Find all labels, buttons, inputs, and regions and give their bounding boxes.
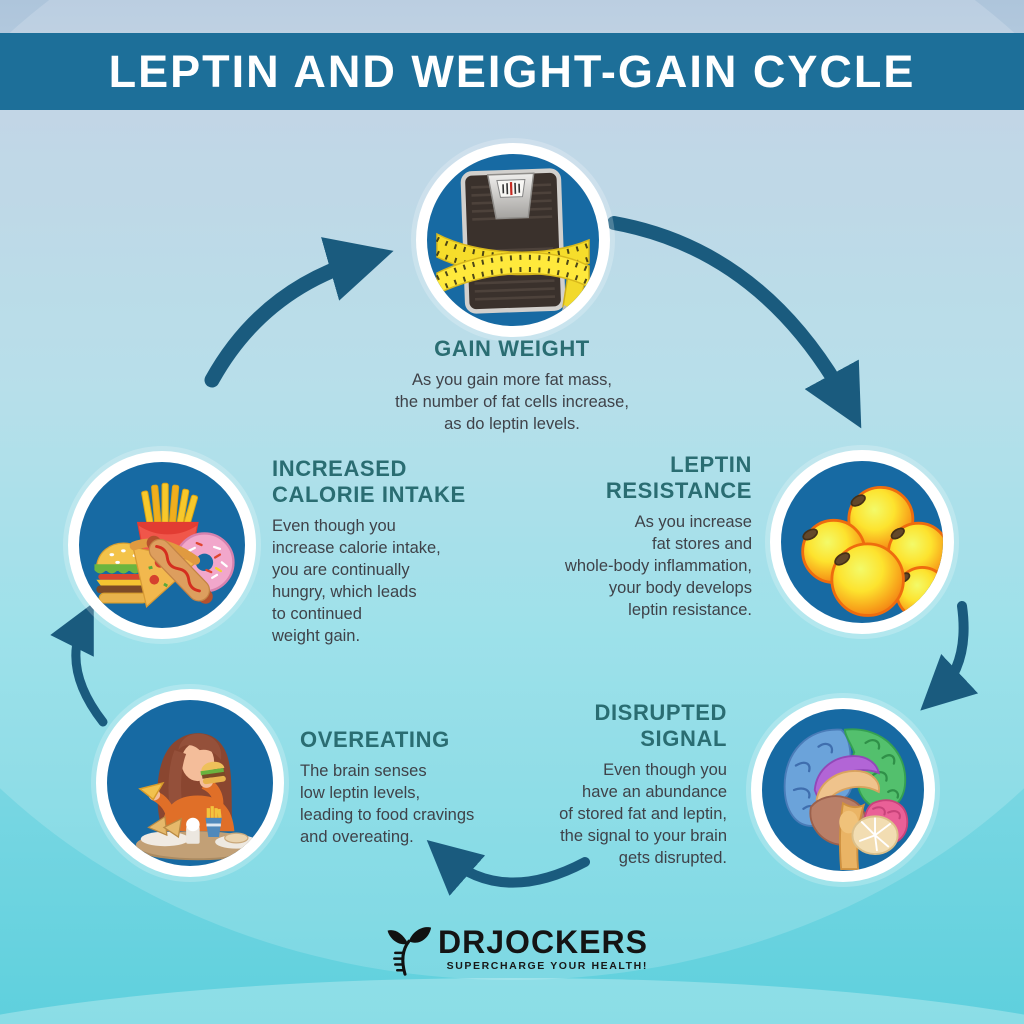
fat-cells-icon <box>801 485 943 620</box>
overeating-illustration <box>96 689 284 877</box>
calorie-intake-description: Even though you increase calorie intake,… <box>272 517 441 645</box>
leptin-resistance-text: LEPTIN RESISTANCE As you increase fat st… <box>392 452 752 621</box>
calorie-intake-text: INCREASED CALORIE INTAKE Even though you… <box>272 456 612 647</box>
calorie-intake-illustration <box>68 451 256 639</box>
brand-name: DRJOCKERS <box>438 924 648 960</box>
leptin-resistance-title: LEPTIN RESISTANCE <box>605 452 752 503</box>
disrupted-signal-illustration <box>751 698 935 882</box>
overeating-title: OVEREATING <box>300 727 450 752</box>
title-bar: LEPTIN AND WEIGHT-GAIN CYCLE <box>0 33 1024 110</box>
sprout-icon <box>387 927 432 976</box>
scale-with-measuring-tape-icon <box>435 168 591 322</box>
disrupted-signal-title: DISRUPTED SIGNAL <box>594 700 727 751</box>
brand-tagline: SUPERCHARGE YOUR HEALTH! <box>446 960 648 972</box>
gain-weight-illustration <box>416 143 610 337</box>
hot-dog <box>146 535 213 604</box>
gain-weight-text: GAIN WEIGHT As you gain more fat mass, t… <box>312 336 712 435</box>
overeating-text: OVEREATING The brain senses low leptin l… <box>300 727 640 848</box>
calorie-intake-title: INCREASED CALORIE INTAKE <box>272 456 466 507</box>
infographic-title: LEPTIN AND WEIGHT-GAIN CYCLE <box>108 45 916 97</box>
junk-food-icon <box>94 482 235 608</box>
gain-weight-title: GAIN WEIGHT <box>434 336 590 361</box>
gain-weight-description: As you gain more fat mass, the number of… <box>395 371 629 433</box>
brand-text-block: DRJOCKERS SUPERCHARGE YOUR HEALTH! <box>438 926 648 972</box>
disrupted-signal-text: DISRUPTED SIGNAL Even though you have an… <box>367 700 727 869</box>
leptin-resistance-illustration <box>770 450 954 634</box>
person-eating-icon <box>135 733 260 861</box>
leptin-resistance-description: As you increase fat stores and whole-bod… <box>564 513 752 619</box>
brand-footer: DRJOCKERS SUPERCHARGE YOUR HEALTH! <box>0 920 1024 978</box>
disrupted-signal-description: Even though you have an abundance of sto… <box>559 761 727 867</box>
overeating-description: The brain senses low leptin levels, lead… <box>300 762 475 846</box>
brain-icon <box>783 728 909 871</box>
